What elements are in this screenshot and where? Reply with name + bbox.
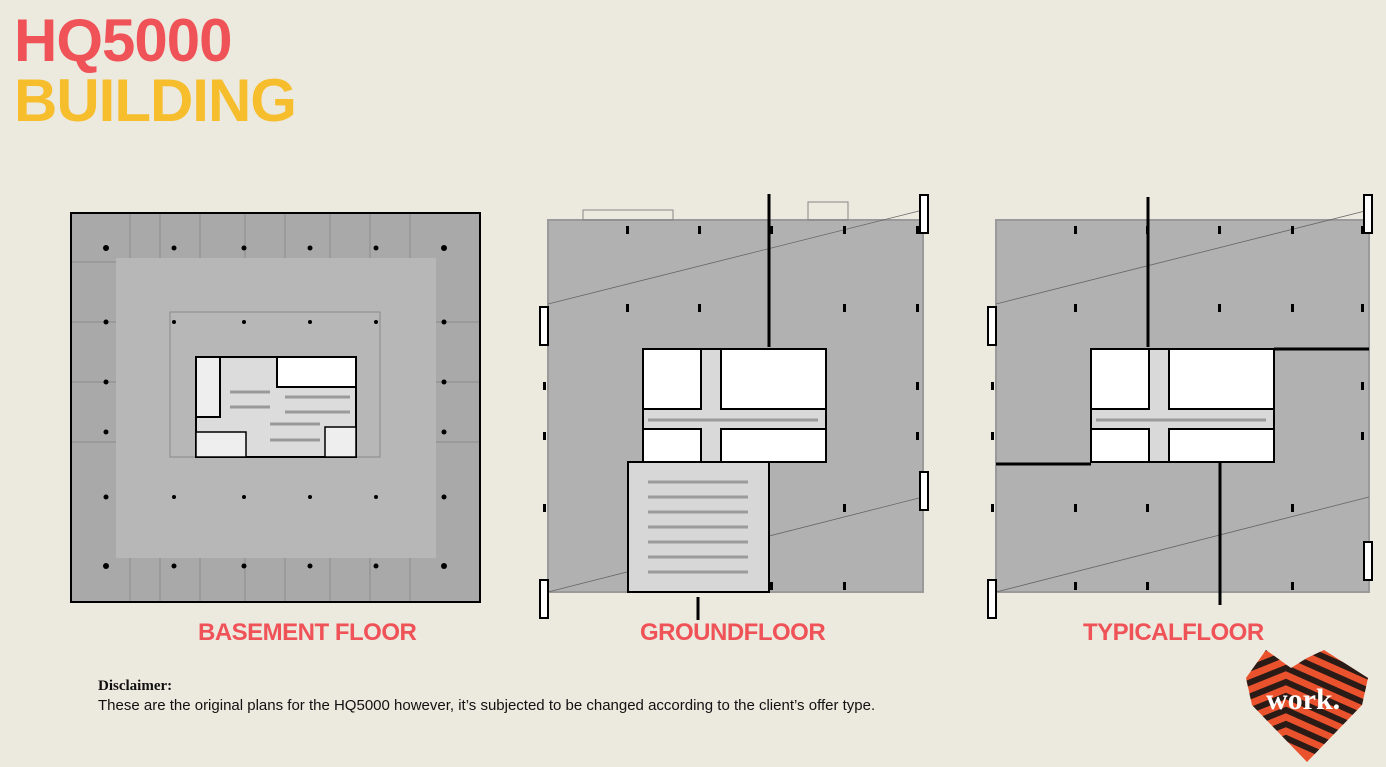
ground-floor-plan (538, 192, 933, 622)
work-logo-icon (1246, 650, 1368, 762)
basement-floor-label: BASEMENT FLOOR (198, 619, 417, 646)
logo-text: work. (1266, 683, 1341, 716)
typical-floor-label: TYPICALFLOOR (1083, 619, 1264, 646)
title-line-1: HQ5000 (14, 7, 232, 74)
typical-floor-plan (986, 192, 1381, 622)
basement-floor-plan (70, 212, 482, 604)
disclaimer-text: These are the original plans for the HQ5… (98, 697, 876, 714)
ground-floor-label: GROUNDFLOOR (640, 619, 826, 646)
title-line-2: BUILDING (14, 67, 297, 134)
disclaimer-title: Disclaimer: (98, 678, 173, 694)
